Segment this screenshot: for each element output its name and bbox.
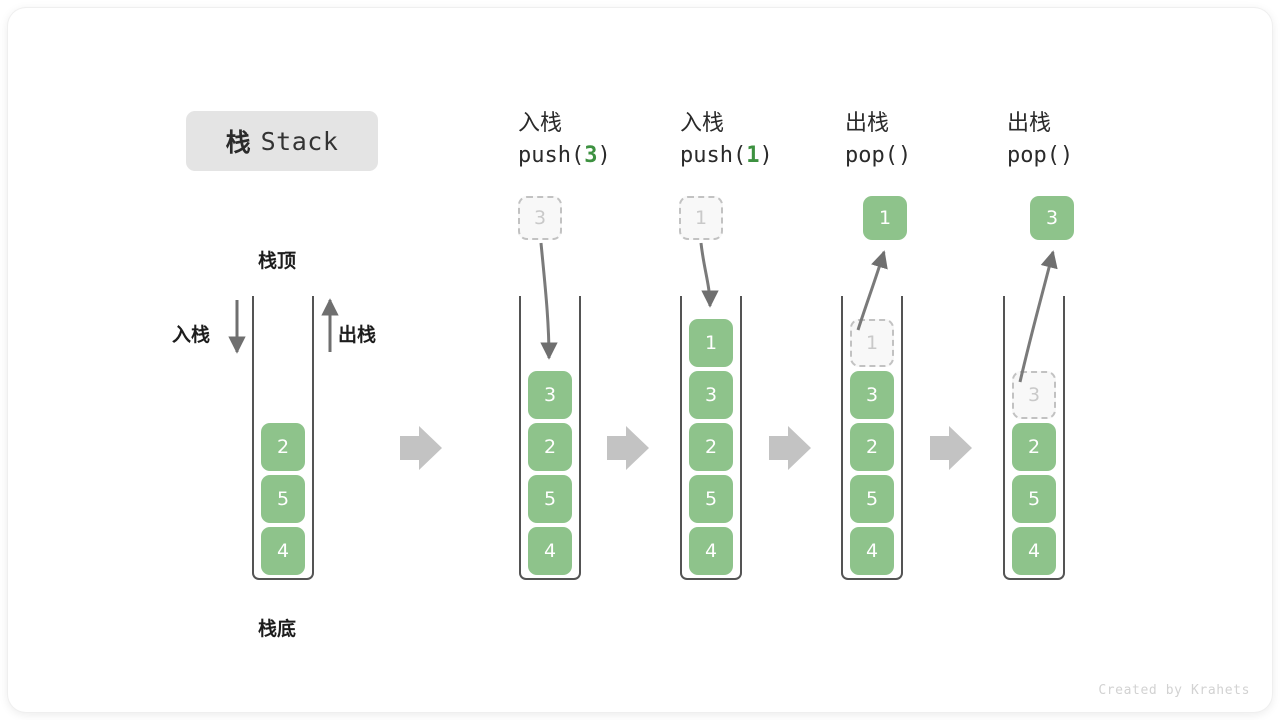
stack-cell: 4 [261,527,305,575]
col-head-call: pop() [845,139,911,173]
stack-container [680,296,742,580]
col-head-call: push(1) [680,139,773,173]
column-header-pop-1: 出栈 pop() [845,108,911,173]
col-head-op: 出栈 [845,111,890,136]
label-stack-bottom: 栈底 [258,618,297,640]
stack-cell: 2 [528,423,572,471]
stack-cell: 3 [689,371,733,419]
column-header-push-1: 入栈 push(1) [680,108,773,173]
call-suffix: ) [759,143,773,168]
stack-cell: 5 [689,475,733,523]
call-arg: 1 [746,143,760,168]
call-prefix: pop( [845,143,898,168]
popped-value-box: 1 [863,196,907,240]
label-stack-top: 栈顶 [258,250,297,272]
label-pop-side: 出栈 [338,324,377,346]
stack-cell: 5 [850,475,894,523]
stack-cell-removed: 1 [850,319,894,367]
call-arg: 3 [584,143,598,168]
col-head-op: 出栈 [1007,111,1052,136]
stack-cell: 4 [528,527,572,575]
col-head-call: pop() [1007,139,1073,173]
incoming-value-box: 3 [518,196,562,240]
call-prefix: push( [680,143,747,168]
title-badge: 栈 Stack [186,111,378,171]
stack-cell: 3 [528,371,572,419]
col-head-op: 入栈 [518,111,563,136]
stack-cell: 4 [1012,527,1056,575]
stack-cell: 4 [850,527,894,575]
incoming-value-box: 1 [679,196,723,240]
label-push-side: 入栈 [172,324,211,346]
stack-container [1003,296,1065,580]
popped-value-box: 3 [1030,196,1074,240]
stack-cell: 5 [528,475,572,523]
stack-cell: 2 [261,423,305,471]
stack-cell: 1 [689,319,733,367]
stack-cell: 3 [850,371,894,419]
stack-cell-removed: 3 [1012,371,1056,419]
stack-cell: 5 [1012,475,1056,523]
stack-container [841,296,903,580]
col-head-op: 入栈 [680,111,725,136]
title-en: Stack [260,126,339,156]
column-header-push-3: 入栈 push(3) [518,108,611,173]
footer-credit: Created by Krahets [1098,683,1250,698]
call-suffix: ) [597,143,611,168]
call-prefix: push( [518,143,585,168]
stack-cell: 2 [1012,423,1056,471]
title-cn: 栈 [225,128,251,157]
stack-cell: 2 [689,423,733,471]
col-head-call: push(3) [518,139,611,173]
stack-cell: 5 [261,475,305,523]
column-header-pop-3: 出栈 pop() [1007,108,1073,173]
stack-container [519,296,581,580]
call-suffix: ) [897,143,912,168]
stack-cell: 2 [850,423,894,471]
call-suffix: ) [1059,143,1074,168]
stack-container [252,296,314,580]
call-prefix: pop( [1007,143,1060,168]
stack-cell: 4 [689,527,733,575]
